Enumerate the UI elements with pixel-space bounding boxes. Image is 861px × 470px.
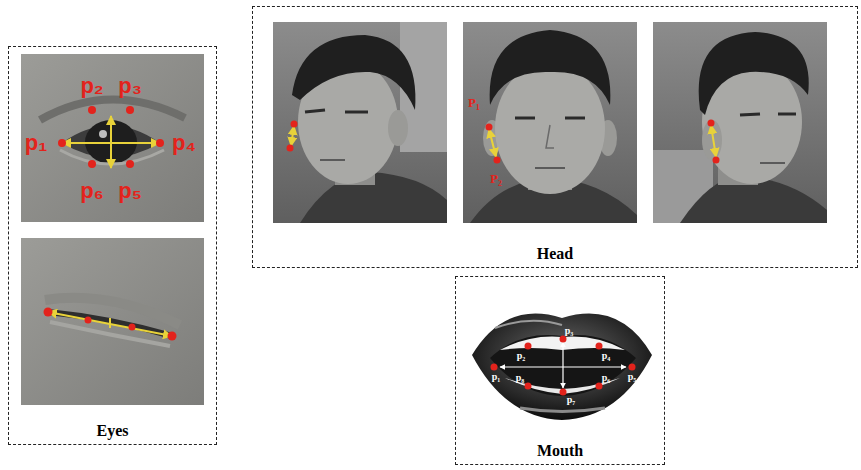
head-photo-left-part <box>320 159 345 161</box>
head-photo-left-part <box>292 35 415 110</box>
open-eye-photo-part <box>99 130 107 138</box>
open-eye-photo-part <box>110 116 112 168</box>
landmark-label: p₆ <box>80 180 103 202</box>
mouth-illustration-part <box>491 364 498 371</box>
mouth-illustration-part <box>495 321 562 328</box>
mouth-illustration-part <box>472 314 652 420</box>
head-photo-left <box>273 22 447 223</box>
head-photo-right-part <box>740 114 760 115</box>
head-photo-left-part <box>291 121 298 128</box>
caption-holder: Eyes <box>9 421 216 440</box>
closed-eye-photo-part <box>85 317 92 324</box>
mouth-illustration-part <box>596 343 603 350</box>
head-photo-right-part <box>711 125 716 157</box>
closed-eye-photo-part <box>168 332 177 341</box>
mouth-illustration-part <box>560 389 567 396</box>
figure-panel: Head <box>252 6 858 268</box>
panel-caption: Mouth <box>533 441 587 460</box>
head-photo-right-part <box>699 32 809 115</box>
head-photo-front-part <box>490 30 611 105</box>
open-eye-photo <box>21 54 204 222</box>
landmark-label: p₁ <box>492 372 501 382</box>
mouth-illustration-part <box>560 336 567 343</box>
mouth-illustration-part <box>490 335 636 396</box>
open-eye-photo-part <box>88 160 96 168</box>
head-photo-left-part <box>388 110 408 146</box>
head-photo-right <box>653 22 827 223</box>
landmark-label: p₆ <box>602 373 611 383</box>
head-photo-right-part <box>708 120 715 127</box>
head-photo-right-part <box>778 113 796 116</box>
closed-eye-photo-part <box>21 238 204 405</box>
mouth-illustration <box>472 314 652 420</box>
figure-panel: Eyes <box>8 46 217 445</box>
open-eye-photo-part <box>126 106 134 114</box>
landmark-label: p₈ <box>516 373 525 383</box>
landmark-label: p₅ <box>628 372 637 382</box>
head-photo-front-part <box>494 157 501 164</box>
open-eye-photo-part <box>88 106 96 114</box>
panel-caption: Head <box>533 244 577 263</box>
closed-eye-photo <box>21 238 204 405</box>
caption-holder: Mouth <box>456 441 664 460</box>
head-photo-front <box>463 22 637 223</box>
head-photo-front-part <box>515 117 535 120</box>
open-eye-photo-part <box>21 54 204 222</box>
landmark-label: p₂ <box>517 351 526 361</box>
open-eye-photo-part <box>126 160 134 168</box>
head-photo-right-part <box>702 120 722 160</box>
head-photo-left-part <box>287 145 294 152</box>
head-photo-left-part <box>273 22 447 223</box>
mouth-illustration-part <box>525 343 532 350</box>
closed-eye-photo-part <box>109 318 111 328</box>
head-photo-front-part <box>535 167 565 169</box>
mouth-illustration-part <box>629 364 636 371</box>
head-photo-right-part <box>713 157 720 164</box>
head-photo-front-part <box>486 124 493 131</box>
head-photo-left-part <box>345 111 368 114</box>
mouth-illustration-part <box>520 408 605 412</box>
landmark-label: p₂ <box>80 75 103 97</box>
open-eye-photo-part <box>156 139 164 147</box>
open-eye-photo-part <box>40 99 185 120</box>
closed-eye-photo-part <box>48 312 172 336</box>
head-photo-left-part <box>291 126 294 146</box>
landmark-label: p₄ <box>602 351 611 361</box>
landmark-label: p₅ <box>118 180 142 202</box>
head-photo-front-part <box>565 117 585 120</box>
landmark-label: P₁ <box>468 96 480 109</box>
panel-caption: Eyes <box>93 421 133 440</box>
figure-panel: Mouth <box>455 276 665 465</box>
head-photo-right-part <box>760 162 785 164</box>
head-photo-front-part <box>546 125 554 148</box>
closed-eye-photo-part <box>44 308 53 317</box>
landmark-label: p₃ <box>118 75 142 97</box>
caption-holder: Head <box>253 244 857 263</box>
landmark-label: p₄ <box>172 132 196 154</box>
landmark-label: p₁ <box>25 132 48 154</box>
head-photo-front-part <box>489 129 496 157</box>
mouth-illustration-part <box>562 342 563 388</box>
closed-eye-photo-part <box>129 324 136 331</box>
landmark-label: p₃ <box>565 326 574 336</box>
head-photo-front-part <box>463 22 637 223</box>
open-eye-photo-part <box>58 139 66 147</box>
mouth-illustration-part <box>525 383 532 390</box>
head-photo-right-part <box>653 22 827 223</box>
landmark-label: P₂ <box>490 172 502 185</box>
head-photo-front-part <box>495 62 605 194</box>
head-photo-left-part <box>305 110 325 112</box>
mouth-illustration-part <box>596 383 603 390</box>
landmark-label: p₇ <box>567 395 576 405</box>
